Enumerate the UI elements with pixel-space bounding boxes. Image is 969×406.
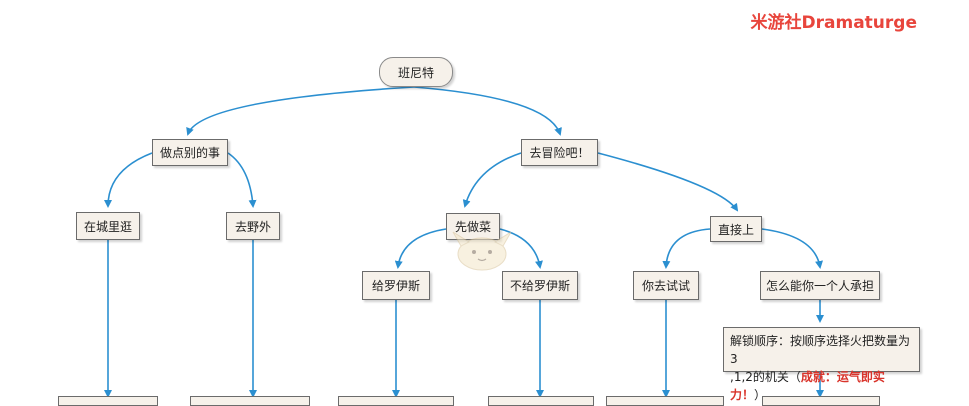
node-you-try-label: 你去试试	[641, 279, 690, 293]
node-bennett-label: 班尼特	[397, 65, 434, 80]
node-give: 给罗伊斯	[362, 271, 430, 300]
edge-do-other-wild	[227, 152, 257, 208]
edge-root-adventure	[413, 86, 562, 136]
edge-direct-alone	[761, 228, 823, 269]
edge-cook-not-give	[499, 228, 543, 269]
node-not-give-label: 不给罗伊斯	[509, 279, 570, 293]
node-not-give: 不给罗伊斯	[502, 271, 578, 300]
offscreen-node-6	[762, 396, 880, 406]
note-line-2: ,1,2的机关（成就：运气即实力！）	[730, 368, 913, 404]
node-cook-label: 先做菜	[454, 220, 491, 234]
offscreen-node-5	[606, 396, 724, 406]
node-alone: 怎么能你一个人承担	[760, 271, 880, 300]
node-city-label: 在城里逛	[83, 219, 132, 234]
offscreen-node-4	[488, 396, 594, 406]
note-line-2-text: ,1,2的机关（	[730, 370, 801, 384]
edge-root-do-other	[186, 86, 415, 136]
edge-direct-you-try	[662, 228, 711, 269]
node-bennett: 班尼特	[379, 57, 453, 87]
edge-cook-give	[394, 228, 447, 269]
offscreen-node-3	[338, 396, 454, 406]
edge-do-other-city	[104, 152, 153, 208]
edge-adventure-cook	[462, 152, 522, 208]
node-do-other: 做点别的事	[152, 139, 228, 166]
node-city: 在城里逛	[76, 212, 140, 240]
offscreen-node-1	[58, 396, 158, 406]
node-adventure-label: 去冒险吧！	[529, 146, 590, 160]
achievement-highlight: 成就：运气即实力！	[730, 370, 885, 402]
node-give-label: 给罗伊斯	[371, 279, 420, 293]
watermark-logo: 米游社Dramaturge	[750, 13, 917, 33]
node-wild-label: 去野外	[234, 219, 271, 234]
edge-adventure-direct	[597, 152, 739, 212]
node-adventure: 去冒险吧！	[521, 139, 598, 166]
node-do-other-label: 做点别的事	[159, 146, 220, 160]
offscreen-node-2	[190, 396, 310, 406]
node-you-try: 你去试试	[633, 271, 699, 300]
node-wild: 去野外	[226, 212, 280, 240]
mascot-watermark-icon	[452, 231, 512, 271]
node-direct-label: 直接上	[717, 222, 754, 237]
note-line-1: 解锁顺序：按顺序选择火把数量为3	[730, 334, 911, 366]
node-alone-label: 怎么能你一个人承担	[765, 279, 874, 293]
unlock-order-note: 解锁顺序：按顺序选择火把数量为3 ,1,2的机关（成就：运气即实力！）	[723, 327, 920, 402]
node-direct: 直接上	[710, 216, 762, 242]
